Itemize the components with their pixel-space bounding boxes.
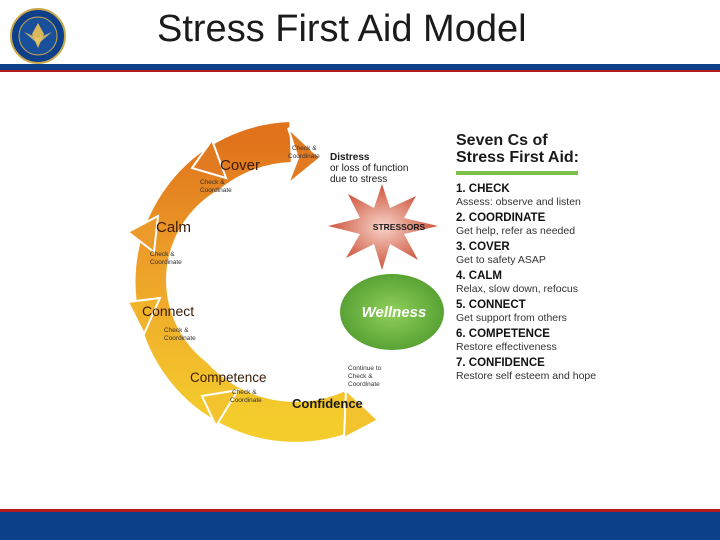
label-calm: Calm — [156, 219, 191, 236]
step-competence-head: 6. COMPETENCE — [456, 328, 550, 340]
continue-label-1: Continue to — [348, 365, 382, 372]
step-calm-head: 4. CALM — [456, 270, 502, 282]
arrow-cover — [190, 137, 228, 180]
distress-label-2: or loss of function — [330, 163, 408, 174]
step-check-head: 1. CHECK — [456, 183, 510, 195]
va-seal-logo — [10, 8, 66, 64]
arrow-competence — [200, 388, 240, 429]
check-coordinate-5b: Coordinate — [230, 397, 262, 404]
arrow-connect — [126, 296, 162, 337]
panel-title-line1: Seven Cs of — [456, 132, 548, 149]
step-confidence-desc: Restore self esteem and hope — [456, 370, 597, 382]
step-competence-desc: Restore effectiveness — [456, 341, 557, 353]
continue-label-3: Coordinate — [348, 381, 380, 388]
check-coordinate-3b: Coordinate — [150, 259, 182, 266]
header-accent-line — [0, 70, 720, 72]
stress-first-aid-cycle-diagram: STRESSORS Wellness Cover Calm Connect Co… — [120, 120, 460, 450]
step-calm-desc: Relax, slow down, refocus — [456, 283, 578, 295]
page-title: Stress First Aid Model — [157, 8, 527, 50]
panel-title-line2: Stress First Aid: — [456, 149, 579, 166]
step-coordinate-desc: Get help, refer as needed — [456, 225, 576, 237]
check-coordinate-3a: Check & — [150, 251, 175, 258]
header-bar — [0, 64, 720, 70]
distress-label-3: due to stress — [330, 174, 387, 185]
check-coordinate-5a: Check & — [232, 389, 257, 396]
stressors-star — [328, 184, 438, 270]
arrow-confidence — [342, 387, 380, 440]
panel-divider — [456, 171, 578, 175]
footer-bar — [0, 512, 720, 540]
arrow-calm — [126, 214, 160, 254]
distress-label-1: Distress — [330, 152, 370, 163]
footer-accent-line — [0, 509, 720, 512]
wellness-circle — [340, 274, 444, 350]
label-competence: Competence — [190, 370, 267, 385]
step-check-desc: Assess: observe and listen — [456, 196, 581, 208]
label-connect: Connect — [142, 303, 194, 319]
check-coordinate-1b: Coordinate — [288, 153, 320, 160]
check-coordinate-2b: Coordinate — [200, 187, 232, 194]
label-confidence: Confidence — [292, 396, 363, 411]
step-cover-desc: Get to safety ASAP — [456, 254, 546, 266]
check-coordinate-2a: Check & — [200, 179, 225, 186]
arrow-top — [285, 127, 322, 188]
step-connect-head: 5. CONNECT — [456, 299, 526, 311]
step-coordinate-head: 2. COORDINATE — [456, 212, 546, 224]
continue-label-2: Check & — [348, 373, 373, 380]
wellness-label: Wellness — [362, 304, 427, 321]
label-cover: Cover — [220, 157, 260, 174]
check-coordinate-4b: Coordinate — [164, 335, 196, 342]
check-coordinate-4a: Check & — [164, 327, 189, 334]
stressors-label: STRESSORS — [373, 222, 426, 232]
seven-cs-panel: Seven Cs of Stress First Aid: 1. CHECK A… — [456, 132, 676, 386]
step-cover-head: 3. COVER — [456, 241, 510, 253]
check-coordinate-1a: Check & — [292, 145, 317, 152]
step-connect-desc: Get support from others — [456, 312, 567, 324]
step-confidence-head: 7. CONFIDENCE — [456, 357, 545, 369]
